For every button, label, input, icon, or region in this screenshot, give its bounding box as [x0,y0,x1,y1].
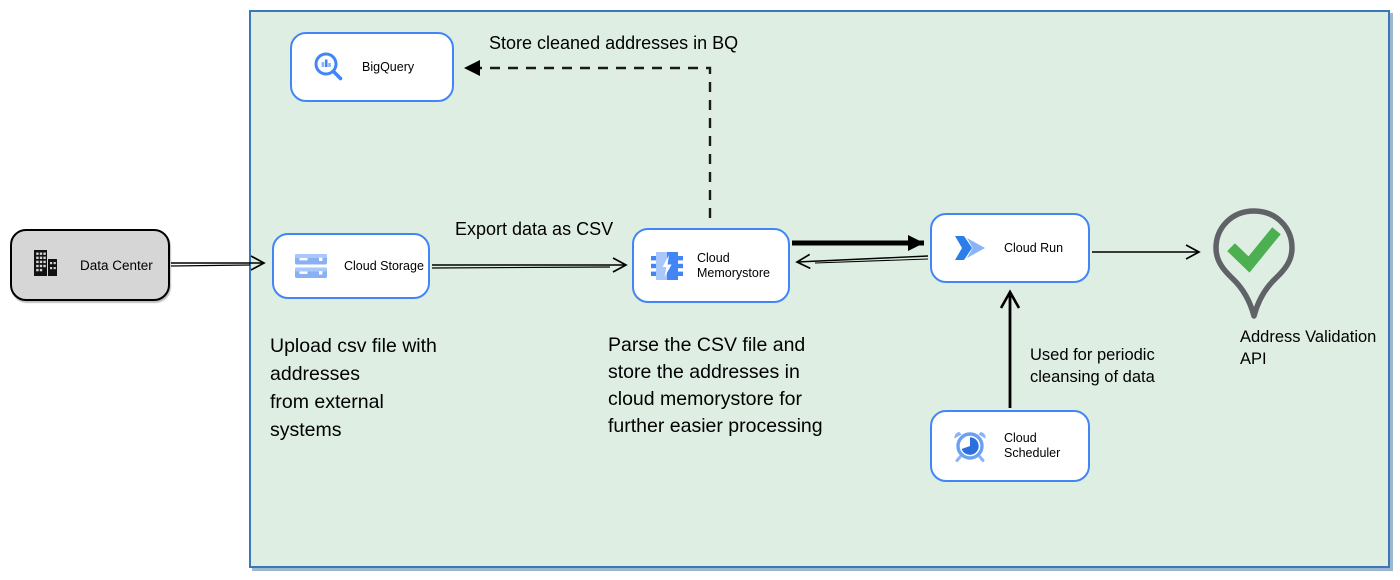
cloud-storage-icon [294,252,328,280]
annotation-export-csv: Export data as CSV [455,219,614,239]
node-label: BigQuery [362,59,415,74]
cloud-run-icon [952,233,988,263]
annotation-parse-note: Parse the CSV file and store the address… [608,334,823,437]
annotation-upload-note: Upload csv file with addresses from exte… [270,335,437,441]
node-cloud-scheduler[interactable]: Cloud Scheduler [930,410,1090,482]
bigquery-icon [312,50,346,84]
node-label: Cloud Storage [344,258,424,273]
cloud-scheduler-icon [952,429,988,463]
node-bigquery[interactable]: BigQuery [290,32,454,102]
node-label: Cloud Scheduler [1004,431,1061,460]
node-cloud-run[interactable]: Cloud Run [930,213,1090,283]
node-label: Cloud Memorystore [697,250,770,280]
annotation-store-bq: Store cleaned addresses in BQ [489,33,739,53]
cloud-memorystore-icon [650,250,684,282]
node-label: Data Center [80,257,153,273]
system-boundary-box[interactable] [249,10,1390,568]
node-cloud-storage[interactable]: Cloud Storage [272,233,430,299]
data-center-building-icon [30,248,60,283]
node-cloud-memorystore[interactable]: Cloud Memorystore [632,228,790,303]
node-label: Cloud Run [1004,240,1064,255]
node-data-center[interactable]: Data Center [10,229,170,301]
arrow-datacenter-to-storage-line2 [170,264,251,267]
address-validation-api-label: Address Validation API [1240,328,1377,368]
annotation-periodic-note: Used for periodic cleansing of data [1030,346,1155,386]
